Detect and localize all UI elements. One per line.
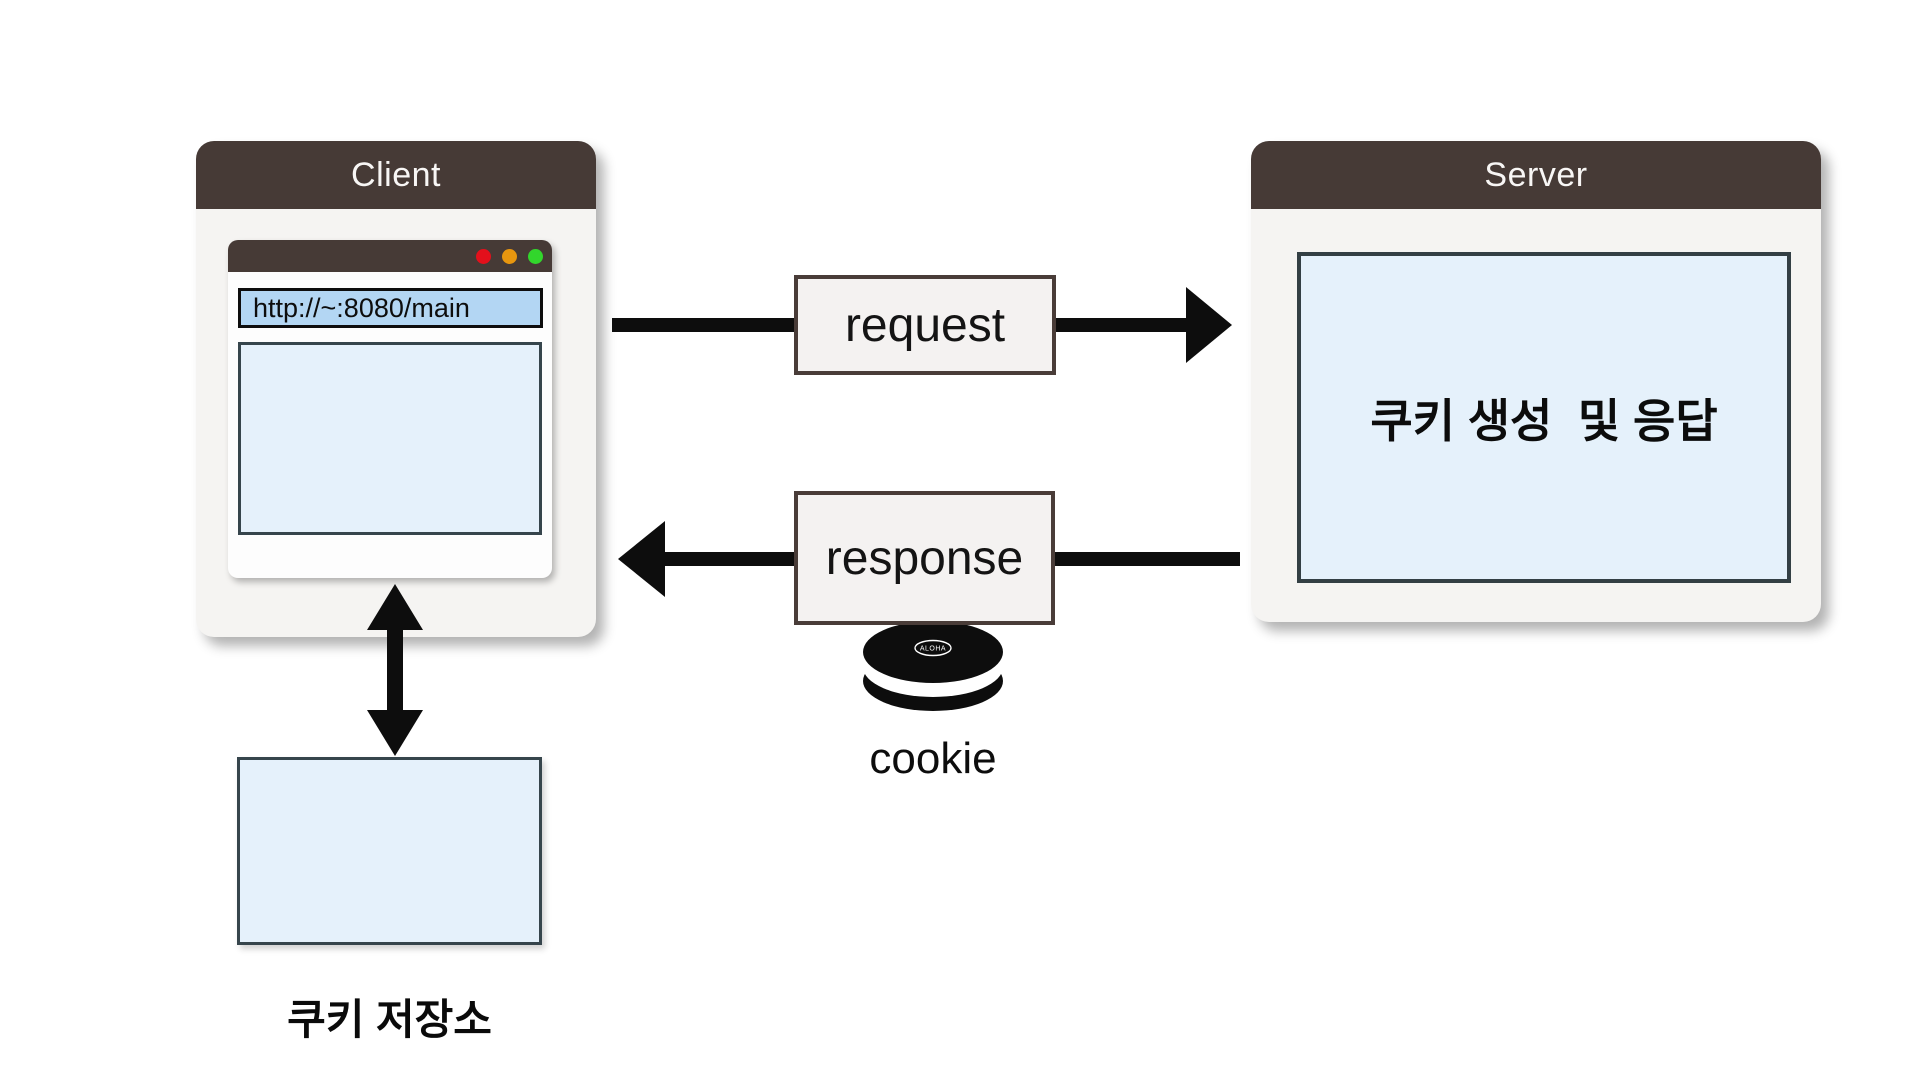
cookie-caption: cookie (869, 734, 997, 783)
request-label-box: request (794, 275, 1056, 375)
maximize-dot-icon (528, 248, 543, 264)
url-bar: http://~:8080/main (238, 288, 543, 328)
cookie-brand-ring (914, 639, 952, 657)
client-panel: Client http://~:8080/main (196, 141, 596, 637)
storage-arrow-shaft (387, 628, 403, 710)
response-label: response (825, 531, 1024, 585)
cookie-brand-text: ALOHA (920, 646, 946, 653)
minimize-dot-icon (502, 248, 517, 264)
server-panel: Server 쿠키 생성 및 응답 (1251, 141, 1821, 622)
storage-arrowhead-down (367, 710, 423, 756)
request-arrowhead (1186, 287, 1232, 363)
server-title: Server (1484, 155, 1588, 194)
browser-window: http://~:8080/main (228, 240, 552, 578)
response-label-box: response (794, 491, 1055, 625)
response-line-left (665, 552, 794, 566)
client-panel-header: Client (196, 141, 596, 209)
client-title: Client (351, 155, 441, 194)
server-panel-header: Server (1251, 141, 1821, 209)
cookie-storage-caption: 쿠키 저장소 (287, 996, 492, 1043)
server-body-box: 쿠키 생성 및 응답 (1297, 252, 1791, 583)
request-line-right (1056, 318, 1187, 332)
cookie-top-wafer (863, 621, 1003, 683)
browser-title-bar (228, 240, 552, 272)
cookie-storage-box (237, 757, 542, 945)
request-label: request (844, 298, 1006, 352)
response-arrowhead (618, 521, 665, 597)
cookie-icon: ALOHA (863, 621, 1003, 711)
request-line-left (612, 318, 794, 332)
close-dot-icon (476, 248, 491, 264)
response-line-right (1055, 552, 1240, 566)
server-body-label: 쿠키 생성 및 응답 (1370, 394, 1718, 447)
url-text: http://~:8080/main (253, 292, 470, 323)
browser-viewport (238, 342, 542, 535)
